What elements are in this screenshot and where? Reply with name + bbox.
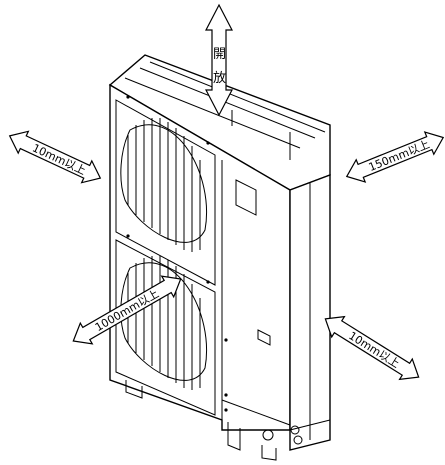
top-open-label-1: 開 (213, 47, 226, 62)
left-clearance-label: 10mm以上 (30, 141, 88, 177)
right-top-clearance-label: 150mm以上 (367, 138, 432, 174)
upper-fan-grille (115, 99, 216, 286)
top-open-arrow (205, 3, 233, 117)
foot-middle (227, 422, 241, 451)
right-top-clearance-arrow: 150mm以上 (345, 131, 445, 183)
left-clearance-arrow: 10mm以上 (8, 130, 102, 184)
outdoor-unit (108, 54, 331, 461)
right-bottom-clearance-arrow: 10mm以上 (324, 315, 420, 381)
foot-right (261, 445, 277, 461)
foot-left (125, 380, 143, 399)
service-handle (257, 329, 271, 346)
label-plate (235, 179, 257, 216)
top-open-label-2: 放 (213, 71, 226, 86)
right-bottom-clearance-label: 10mm以上 (346, 329, 402, 370)
